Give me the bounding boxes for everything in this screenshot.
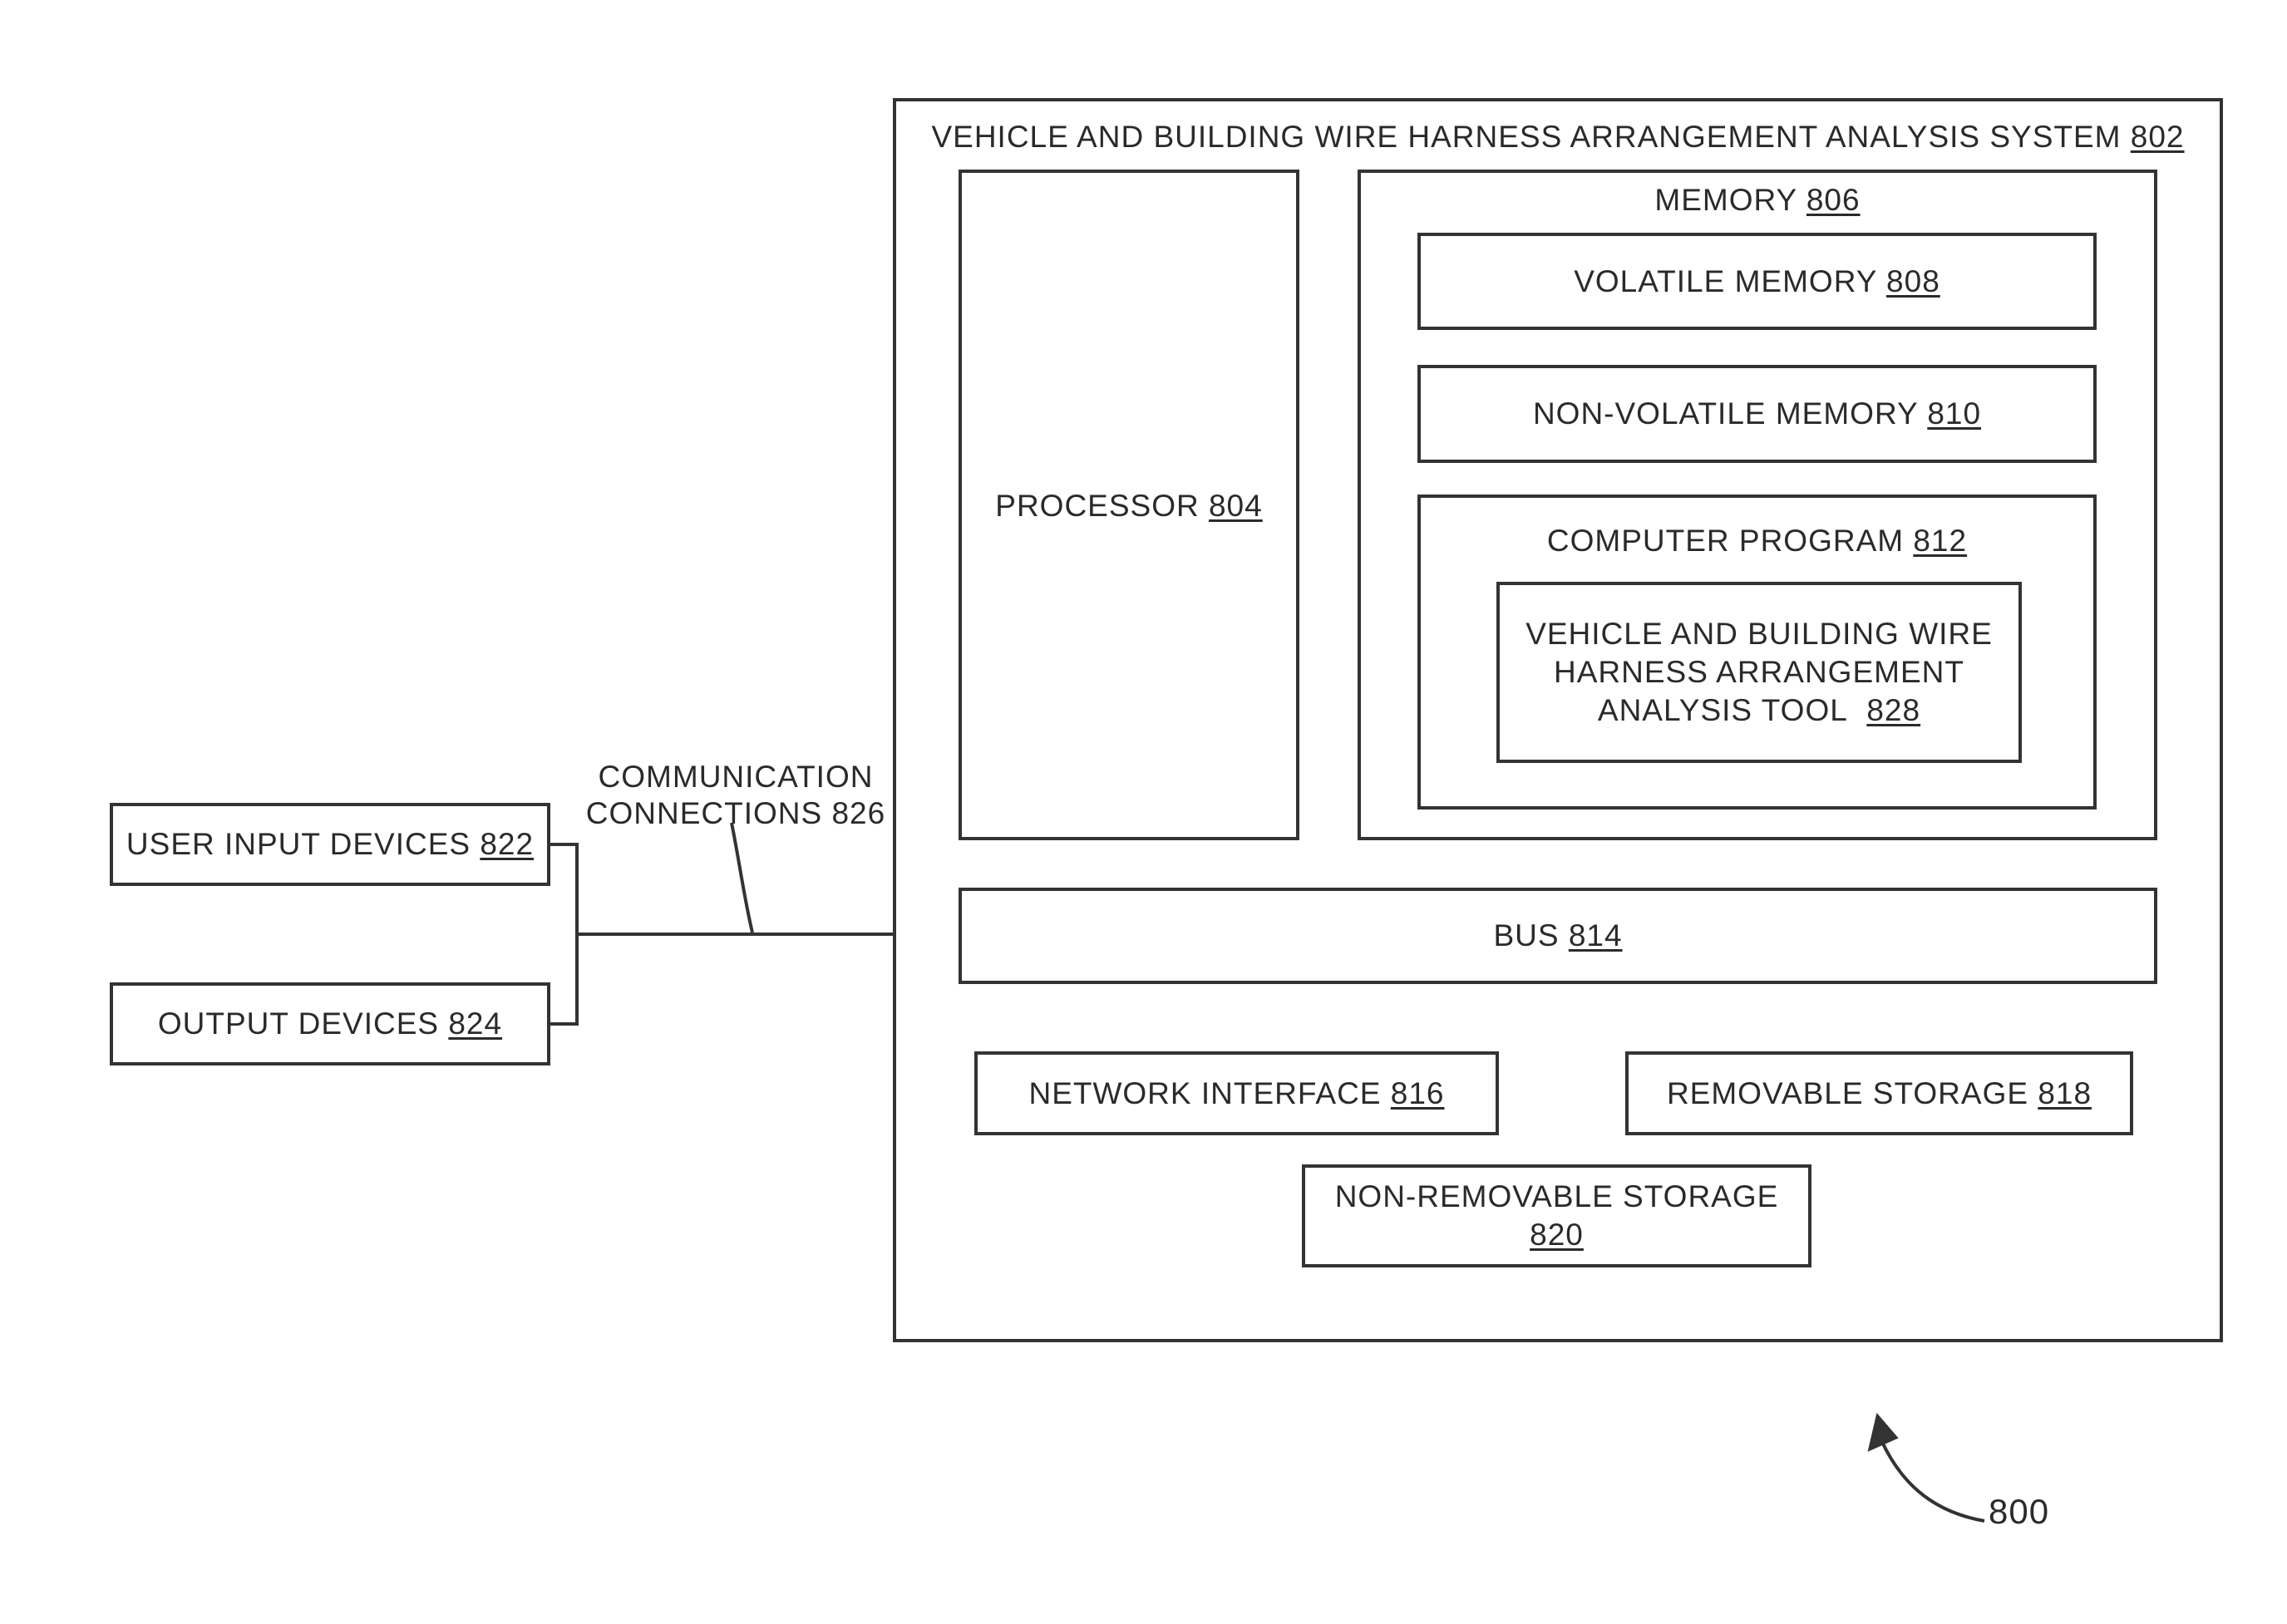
bus-box: BUS 814 <box>959 888 2157 984</box>
figure-ref: 800 <box>1989 1493 2049 1531</box>
system-title: VEHICLE AND BUILDING WIRE HARNESS ARRANG… <box>893 118 2223 156</box>
figure-arrowhead <box>1869 1415 1897 1450</box>
analysis-tool-ref: 828 <box>1866 693 1920 727</box>
memory-label: MEMORY <box>1654 183 1797 217</box>
memory-ref: 806 <box>1806 183 1861 217</box>
analysis-tool-line2: HARNESS ARRANGEMENT <box>1554 653 1964 691</box>
non-volatile-memory-ref: 810 <box>1927 396 1981 431</box>
analysis-tool-line3: ANALYSIS TOOL <box>1598 693 1848 727</box>
analysis-tool-box: VEHICLE AND BUILDING WIRE HARNESS ARRANG… <box>1496 582 2022 763</box>
figure-arrow-line <box>1882 1442 1984 1521</box>
computer-program-ref: 812 <box>1913 524 1967 558</box>
output-devices-ref: 824 <box>448 1006 502 1041</box>
non-removable-storage-ref: 820 <box>1530 1218 1584 1252</box>
removable-storage-title: REMOVABLE STORAGE 818 <box>1667 1075 2092 1113</box>
network-interface-label: NETWORK INTERFACE <box>1028 1076 1381 1110</box>
removable-storage-box: REMOVABLE STORAGE 818 <box>1625 1051 2133 1135</box>
communication-connections-line1: COMMUNICATION <box>582 758 890 796</box>
non-removable-storage-label: NON-REMOVABLE STORAGE <box>1335 1178 1779 1216</box>
volatile-memory-ref: 808 <box>1886 264 1940 298</box>
system-ref: 802 <box>2131 120 2185 154</box>
output-devices-title: OUTPUT DEVICES 824 <box>158 1005 502 1043</box>
processor-label: PROCESSOR <box>995 489 1199 523</box>
volatile-memory-box: VOLATILE MEMORY 808 <box>1417 233 2097 330</box>
user-input-devices-box: USER INPUT DEVICES 822 <box>110 803 550 886</box>
system-label: VEHICLE AND BUILDING WIRE HARNESS ARRANG… <box>931 120 2121 154</box>
volatile-memory-title: VOLATILE MEMORY 808 <box>1574 263 1940 301</box>
user-input-devices-title: USER INPUT DEVICES 822 <box>126 825 534 864</box>
network-interface-box: NETWORK INTERFACE 816 <box>974 1051 1499 1135</box>
communication-leader-line <box>732 823 752 933</box>
memory-title: MEMORY 806 <box>1358 181 2157 219</box>
user-input-devices-label: USER INPUT DEVICES <box>126 827 471 861</box>
user-input-devices-ref: 822 <box>480 827 534 861</box>
non-removable-storage-ref-row: 820 <box>1530 1216 1584 1254</box>
bus-ref: 814 <box>1569 918 1623 952</box>
bus-title: BUS 814 <box>1493 917 1622 955</box>
devices-bracket-line <box>549 844 577 1024</box>
network-interface-ref: 816 <box>1391 1076 1445 1110</box>
analysis-tool-line1: VEHICLE AND BUILDING WIRE <box>1525 615 1993 653</box>
communication-connections-line2: CONNECTIONS 826 <box>582 795 890 833</box>
processor-box: PROCESSOR 804 <box>959 170 1299 840</box>
non-volatile-memory-label: NON-VOLATILE MEMORY <box>1533 396 1918 431</box>
removable-storage-label: REMOVABLE STORAGE <box>1667 1076 2028 1110</box>
removable-storage-ref: 818 <box>2038 1076 2092 1110</box>
network-interface-title: NETWORK INTERFACE 816 <box>1028 1075 1444 1113</box>
output-devices-box: OUTPUT DEVICES 824 <box>110 982 550 1065</box>
volatile-memory-label: VOLATILE MEMORY <box>1574 264 1877 298</box>
non-volatile-memory-title: NON-VOLATILE MEMORY 810 <box>1533 395 1981 433</box>
output-devices-label: OUTPUT DEVICES <box>158 1006 439 1041</box>
processor-title: PROCESSOR 804 <box>995 487 1262 525</box>
processor-ref: 804 <box>1209 489 1263 523</box>
bus-label: BUS <box>1493 918 1559 952</box>
non-removable-storage-box: NON-REMOVABLE STORAGE 820 <box>1302 1164 1811 1267</box>
computer-program-label: COMPUTER PROGRAM <box>1547 524 1904 558</box>
non-volatile-memory-box: NON-VOLATILE MEMORY 810 <box>1417 365 2097 463</box>
computer-program-title: COMPUTER PROGRAM 812 <box>1417 522 2097 560</box>
analysis-tool-line3-row: ANALYSIS TOOL 828 <box>1598 691 1920 730</box>
